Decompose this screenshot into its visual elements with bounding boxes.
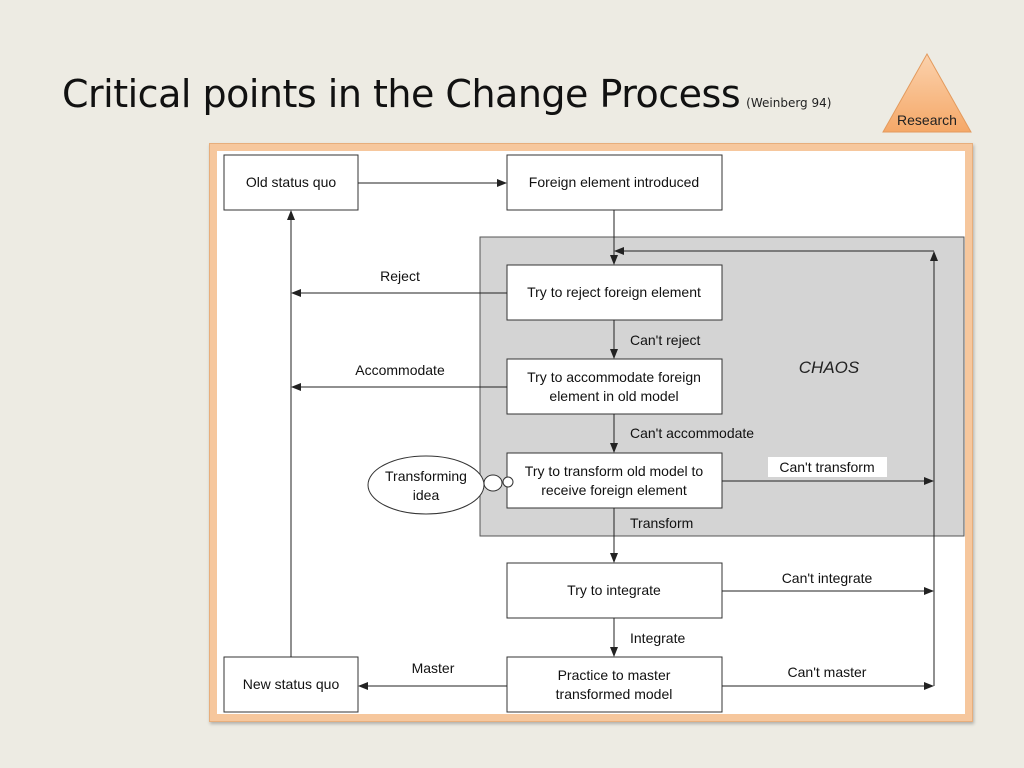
label-cant-accommodate: Can't accommodate xyxy=(630,425,754,441)
citation: (Weinberg 94) xyxy=(746,96,832,110)
old-status-quo-box xyxy=(223,154,359,211)
label-cant-integrate: Can't integrate xyxy=(782,570,873,586)
label-transform: Transform xyxy=(630,515,693,531)
try-accommodate-label-1: Try to accommodate foreign xyxy=(527,369,701,385)
title-text: Critical points in the Change Process xyxy=(62,72,741,116)
practice-master-box xyxy=(506,656,723,713)
bubble-label-2: idea xyxy=(413,487,440,503)
foreign-element-label: Foreign element introduced xyxy=(529,174,699,190)
try-reject-label: Try to reject foreign element xyxy=(527,284,701,300)
new-status-quo-box xyxy=(223,656,359,713)
slide-title: Critical points in the Change Process (We… xyxy=(62,72,831,116)
cant-transform-label-bg xyxy=(768,457,887,477)
transforming-idea-bubble xyxy=(367,455,485,515)
label-master: Master xyxy=(412,660,455,676)
label-reject: Reject xyxy=(380,268,420,284)
try-accommodate-label-2: element in old model xyxy=(549,388,678,404)
new-status-quo-label: New status quo xyxy=(243,676,340,692)
label-cant-reject: Can't reject xyxy=(630,332,700,348)
label-integrate: Integrate xyxy=(630,630,685,646)
diagram-frame: CHAOS Old status quo Foreign element int… xyxy=(209,143,973,722)
bubble-tail-large xyxy=(483,474,503,492)
badge-label: Research xyxy=(897,112,957,128)
bubble-label-1: Transforming xyxy=(385,468,467,484)
diagram-canvas: CHAOS Old status quo Foreign element int… xyxy=(217,151,965,714)
chaos-label: CHAOS xyxy=(799,358,860,377)
research-badge: Research xyxy=(882,52,972,133)
change-process-diagram: CHAOS Old status quo Foreign element int… xyxy=(223,154,965,713)
label-cant-transform: Can't transform xyxy=(779,459,874,475)
try-transform-box xyxy=(506,452,723,509)
label-cant-master: Can't master xyxy=(788,664,867,680)
try-transform-label-1: Try to transform old model to xyxy=(525,463,704,479)
badge-triangle xyxy=(882,52,972,133)
try-integrate-label: Try to integrate xyxy=(567,582,661,598)
try-transform-label-2: receive foreign element xyxy=(541,482,687,498)
practice-master-label-1: Practice to master xyxy=(558,667,671,683)
bubble-tail-small xyxy=(502,476,514,488)
old-status-quo-label: Old status quo xyxy=(246,174,336,190)
label-accommodate: Accommodate xyxy=(355,362,445,378)
foreign-element-box xyxy=(506,154,723,211)
try-accommodate-box xyxy=(506,358,723,415)
practice-master-label-2: transformed model xyxy=(556,686,673,702)
